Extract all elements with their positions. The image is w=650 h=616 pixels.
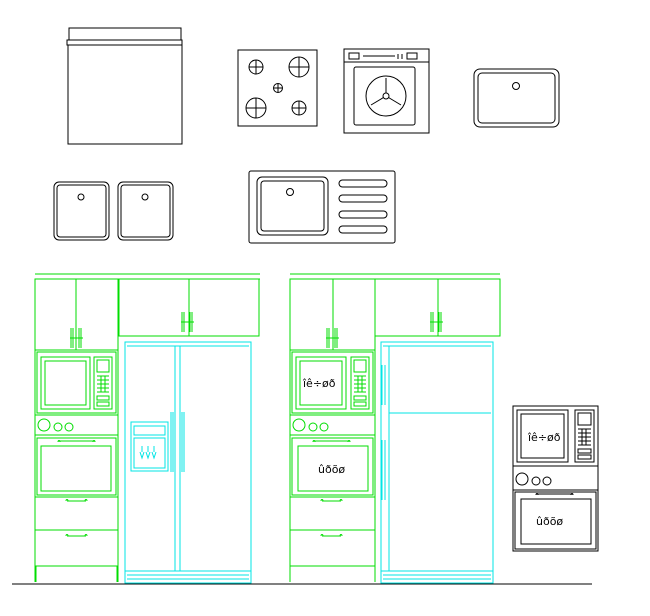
standalone-microwave-oven [512, 405, 599, 552]
microwave-right-display: îê÷øð [302, 377, 336, 390]
burner-center [273, 83, 283, 93]
right-cabinet-wall [289, 273, 501, 582]
microwave-standalone-display: îê÷øð [527, 431, 561, 444]
cooktop-plan [237, 49, 318, 127]
burner-top-right [288, 56, 310, 78]
left-fridge-side-by-side [124, 341, 252, 584]
sink-single-plan [473, 68, 560, 128]
oven-right-display: ûðõø [318, 463, 345, 476]
sink-double-plan [53, 181, 174, 241]
right-fridge-top-freezer [380, 341, 494, 584]
right-elevation [289, 273, 501, 584]
burner-bottom-right [291, 100, 307, 116]
oven-standalone-display: ûðõø [536, 515, 563, 528]
burner-bottom-left [245, 97, 267, 119]
washer-front [343, 48, 430, 134]
burner-top-left [248, 59, 264, 75]
left-elevation [34, 273, 260, 584]
dishwasher-plan [66, 27, 183, 145]
left-cabinet-wall [34, 273, 260, 582]
left-microwave-keypad [97, 375, 109, 393]
sink-with-drainboard-plan [248, 170, 396, 244]
